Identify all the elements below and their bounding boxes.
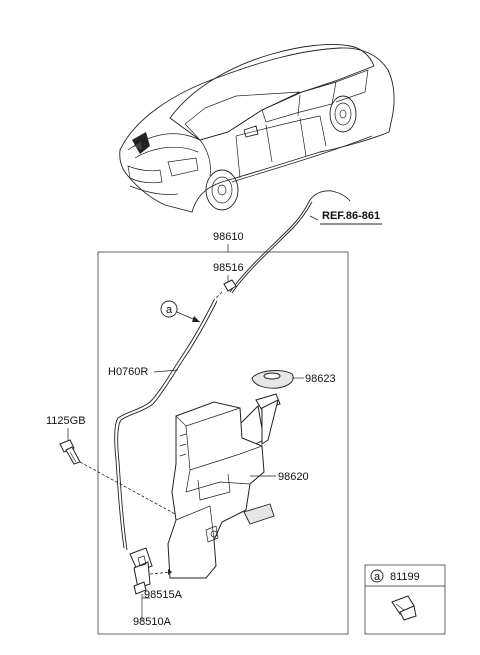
hose-assembly-line	[229, 190, 351, 294]
label-98515a: 98515A	[144, 589, 183, 601]
reservoir-cap	[251, 370, 304, 389]
ref-label: REF.86-861	[322, 210, 380, 222]
label-98510a: 98510A	[133, 616, 172, 628]
washer-hose	[114, 299, 218, 551]
label-1125gb: 1125GB	[46, 415, 86, 427]
label-98610: 98610	[213, 231, 244, 243]
callout-a-letter: a	[166, 304, 173, 316]
label-98623: 98623	[305, 373, 336, 385]
washer-reservoir	[167, 393, 281, 579]
label-h0760r: H0760R	[108, 366, 148, 378]
legend-part-number: 81199	[390, 571, 420, 583]
washer-pump	[129, 547, 153, 595]
legend-letter: a	[374, 571, 381, 583]
clip-illustration	[391, 595, 417, 621]
reference-callout: REF.86-861	[309, 210, 382, 225]
vehicle-illustration	[119, 44, 395, 213]
legend-box: a 81199	[364, 564, 446, 635]
label-98620: 98620	[278, 471, 309, 483]
mounting-bolt	[59, 439, 81, 465]
assembly-frame	[97, 251, 349, 635]
callout-a: a	[160, 300, 201, 323]
nozzle-connector	[213, 279, 237, 301]
label-98516: 98516	[213, 262, 244, 274]
